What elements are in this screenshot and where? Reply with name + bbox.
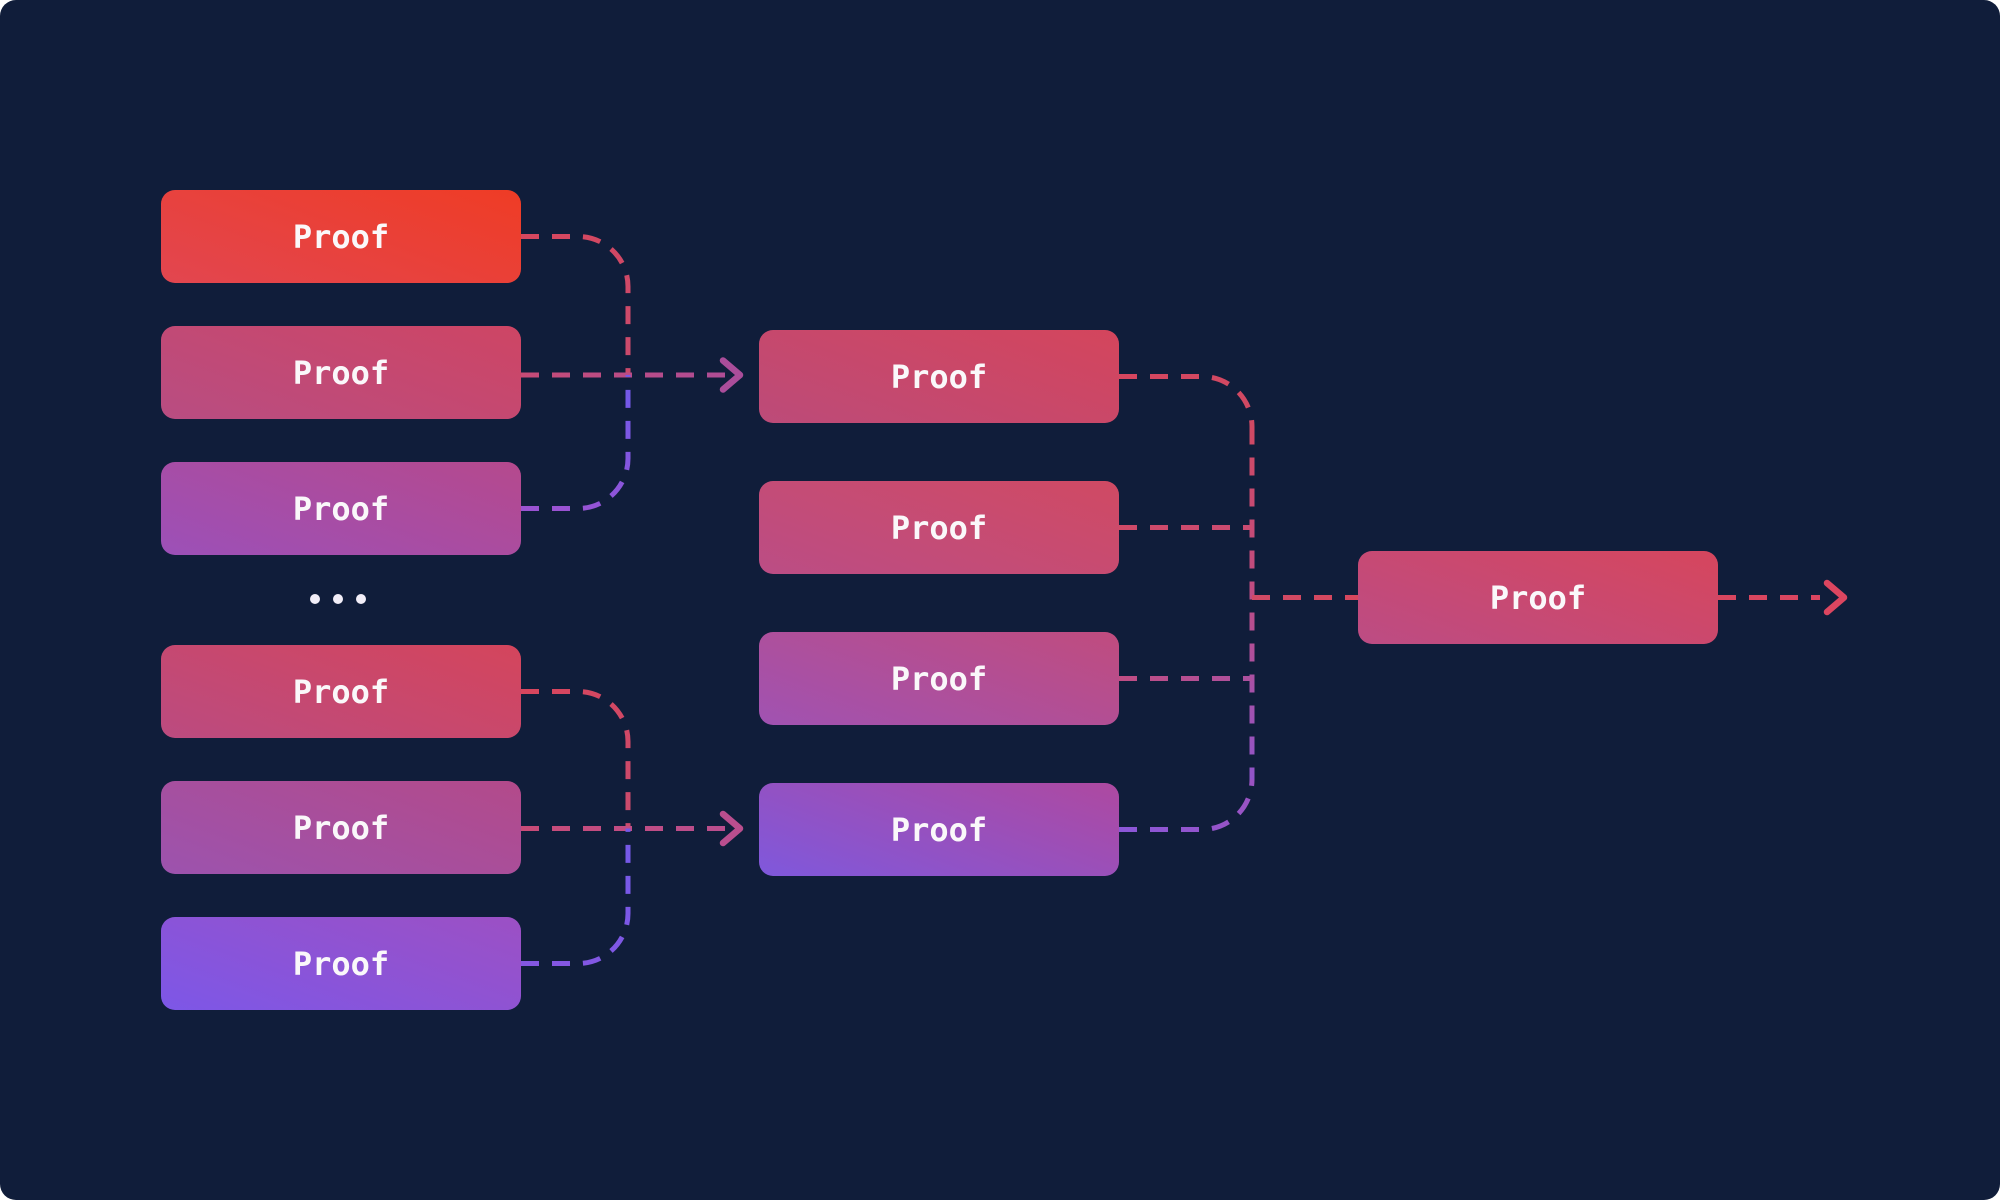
proof-node-label: Proof xyxy=(890,810,988,849)
proof-node-l4: Proof xyxy=(161,645,521,738)
proof-node-label: Proof xyxy=(292,672,390,711)
proof-node-m3: Proof xyxy=(759,632,1119,725)
proof-node-label: Proof xyxy=(292,217,390,256)
proof-node-l6: Proof xyxy=(161,917,521,1010)
proof-node-m2: Proof xyxy=(759,481,1119,574)
proof-node-l1: Proof xyxy=(161,190,521,283)
ellipsis-dot xyxy=(356,594,366,604)
proof-node-label: Proof xyxy=(890,357,988,396)
arrow-head-icon xyxy=(1823,579,1848,616)
proof-node-label: Proof xyxy=(292,489,390,528)
proof-node-m4: Proof xyxy=(759,783,1119,876)
proof-node-label: Proof xyxy=(292,944,390,983)
ellipsis-dot xyxy=(333,594,343,604)
connector-l3-to-merge xyxy=(521,375,631,511)
proof-node-label: Proof xyxy=(292,353,390,392)
arrow-head-icon xyxy=(719,810,744,847)
ellipsis-dot xyxy=(310,594,320,604)
proof-node-l2: Proof xyxy=(161,326,521,419)
proof-node-label: Proof xyxy=(1489,578,1587,617)
connector-l6-to-merge xyxy=(521,828,631,966)
proof-node-l3: Proof xyxy=(161,462,521,555)
arrow-head-icon xyxy=(719,357,744,393)
connector-m1-to-merge xyxy=(1119,374,1255,427)
connector-m4-to-merge xyxy=(1119,779,1255,832)
connector-l1-to-merge xyxy=(521,234,631,375)
proof-node-label: Proof xyxy=(890,659,988,698)
proof-node-l5: Proof xyxy=(161,781,521,874)
proof-node-final: Proof xyxy=(1358,551,1718,644)
ellipsis xyxy=(310,591,366,607)
proof-node-m1: Proof xyxy=(759,330,1119,423)
connector-l4-to-merge xyxy=(521,689,631,829)
proof-node-label: Proof xyxy=(292,808,390,847)
proof-node-label: Proof xyxy=(890,508,988,547)
